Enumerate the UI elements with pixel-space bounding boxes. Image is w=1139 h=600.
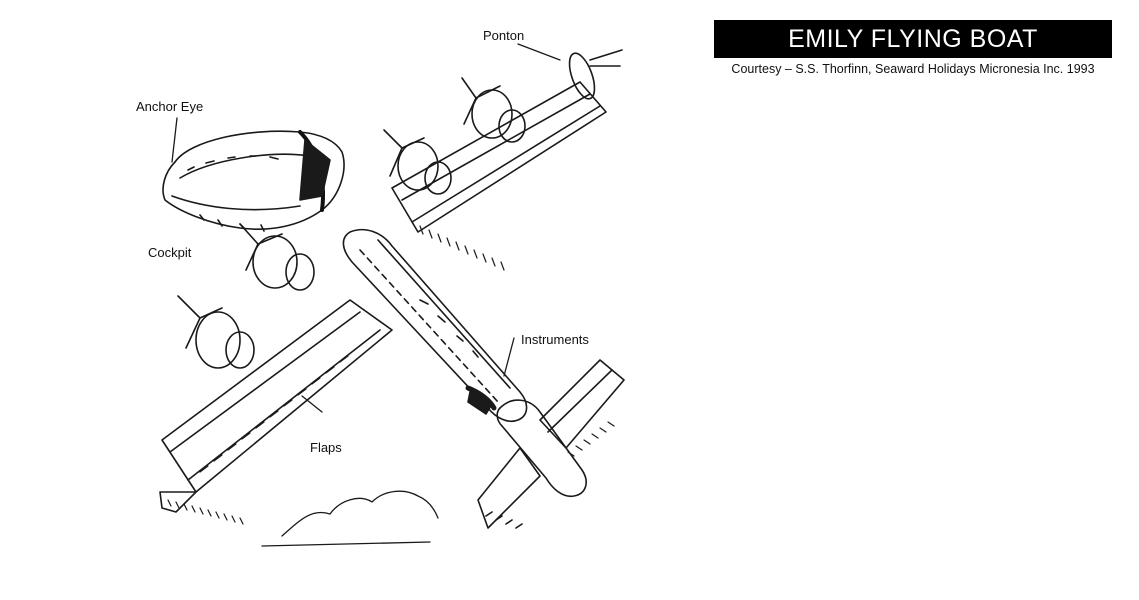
label-ponton: Ponton — [483, 28, 525, 43]
label-anchor-eye: Anchor Eye — [136, 99, 204, 114]
left-wing — [159, 223, 393, 525]
page-title: EMILY FLYING BOAT — [788, 24, 1038, 53]
label-cockpit: Cockpit — [148, 245, 192, 260]
label-leaders — [171, 43, 561, 413]
title-banner: EMILY FLYING BOAT — [714, 20, 1112, 58]
label-flaps: Flaps — [310, 440, 342, 455]
coral-formation — [261, 490, 439, 547]
credit-line: Courtesy – S.S. Thorfinn, Seaward Holida… — [731, 62, 1095, 76]
cockpit-section — [162, 130, 345, 232]
label-instruments: Instruments — [521, 332, 589, 347]
fuselage — [342, 228, 528, 423]
tail-section — [477, 359, 625, 529]
right-wing — [383, 49, 623, 271]
